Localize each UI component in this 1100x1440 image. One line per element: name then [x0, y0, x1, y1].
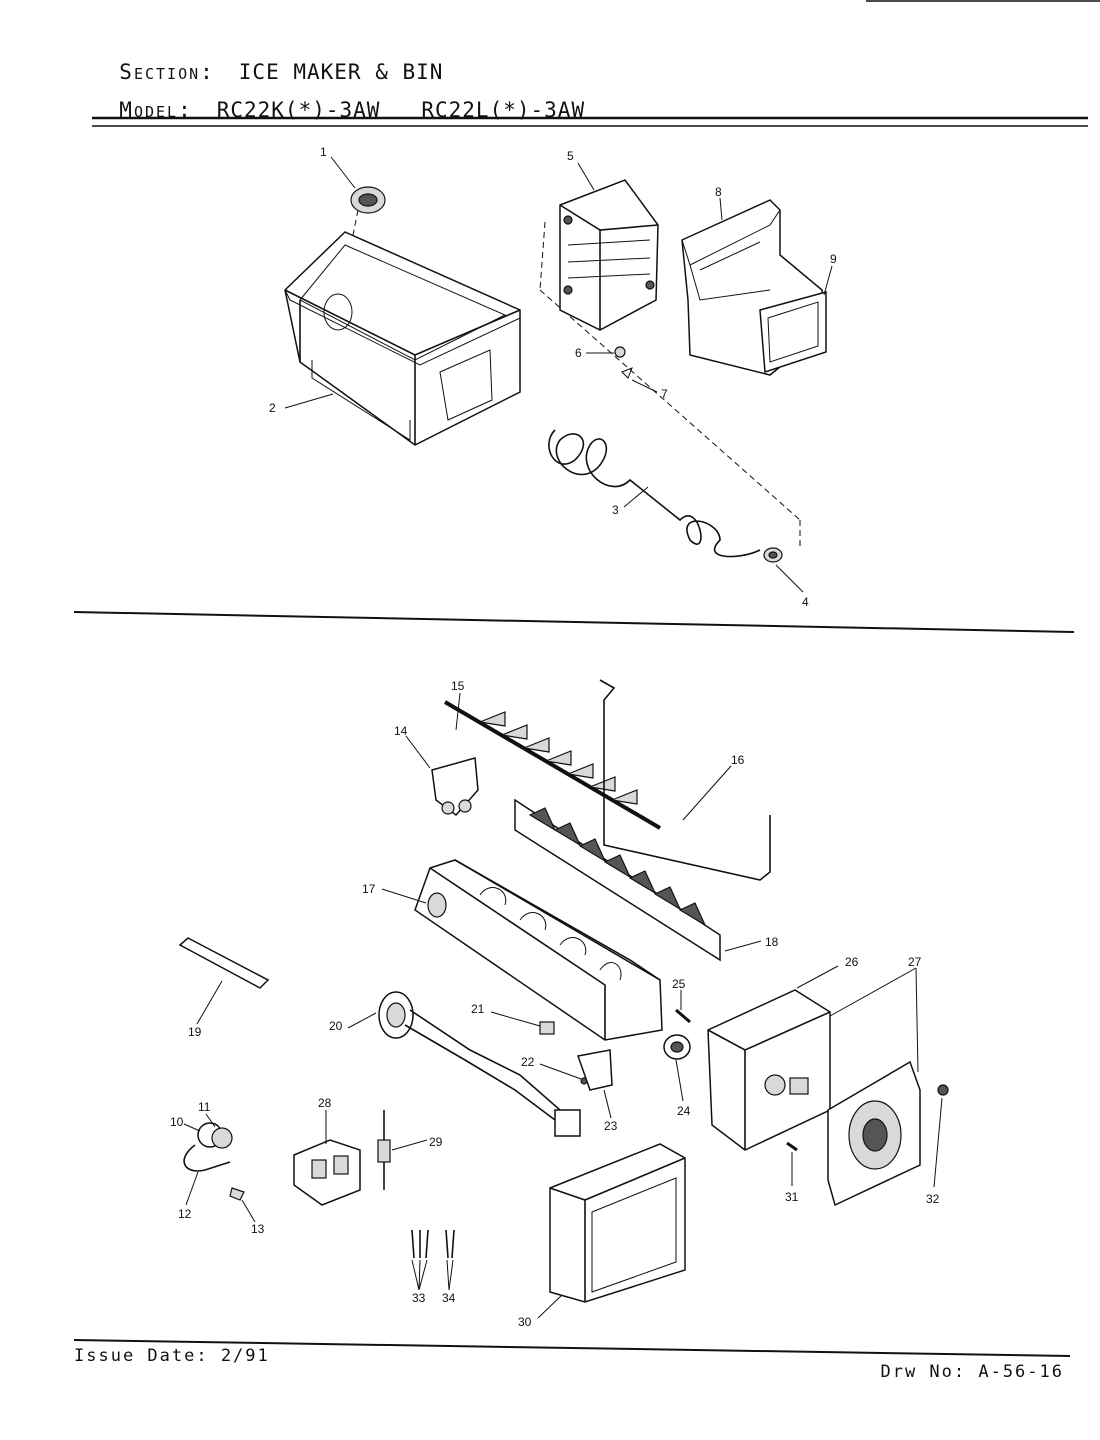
part-14-bracket [431, 757, 479, 817]
part-32-nut [937, 1084, 949, 1096]
part-21-grommet [539, 1021, 555, 1035]
callout-11: 11 [198, 1100, 211, 1114]
issue-date: Issue Date: 2/91 [74, 1346, 270, 1366]
part-19-heater-strip [178, 937, 270, 989]
callout-25: 25 [672, 977, 686, 991]
callout-1: 1 [320, 145, 327, 159]
callout-33: 33 [412, 1291, 426, 1305]
callout-21: 21 [471, 1002, 485, 1016]
callout-32: 32 [926, 1192, 940, 1206]
part-16-shutoff-arm [599, 679, 771, 881]
callout-34: 34 [442, 1291, 456, 1305]
section-divider [73, 611, 1075, 633]
callout-14: 14 [394, 724, 408, 738]
section-value: ICE MAKER & BIN [238, 60, 444, 84]
callout-5: 5 [567, 149, 574, 163]
leader-lines [183, 156, 943, 1319]
part-28-switch-block [293, 1139, 361, 1206]
part-33-34-screws [411, 1229, 455, 1259]
part-5-chute-housing [539, 179, 659, 331]
callout-labels: 1 2 3 4 5 6 7 8 9 10 11 12 13 14 15 16 1… [170, 145, 940, 1329]
callout-26: 26 [845, 955, 859, 969]
part-31-screw [786, 1141, 798, 1152]
part-20-thermostat-harness [378, 991, 581, 1137]
callout-22: 22 [521, 1055, 535, 1069]
part-9-filter-pad [759, 291, 827, 374]
callout-8: 8 [715, 185, 722, 199]
callout-18: 18 [765, 935, 779, 949]
section-header: Section: ICE MAKER & BIN [92, 36, 443, 84]
callout-10: 10 [170, 1115, 184, 1129]
part-30-cover [549, 1143, 686, 1303]
part-29-connector [377, 1110, 391, 1190]
part-17-mold [414, 859, 663, 1041]
callout-27: 27 [908, 955, 922, 969]
callout-19: 19 [188, 1025, 202, 1039]
callout-13: 13 [251, 1222, 265, 1236]
callout-3: 3 [612, 503, 619, 517]
part-18-stripper [514, 798, 721, 962]
callout-20: 20 [329, 1019, 343, 1033]
callout-24: 24 [677, 1104, 691, 1118]
callout-17: 17 [362, 882, 376, 896]
callout-9: 9 [830, 252, 837, 266]
callout-16: 16 [731, 753, 745, 767]
callout-15: 15 [451, 679, 465, 693]
callout-29: 29 [429, 1135, 443, 1149]
callout-6: 6 [575, 346, 582, 360]
part-10-13-water-valve [183, 1122, 245, 1201]
callout-30: 30 [518, 1315, 532, 1329]
part-7-clip [621, 367, 633, 379]
callout-12: 12 [178, 1207, 192, 1221]
part-26-control-housing [707, 989, 831, 1151]
part-25-screw [675, 1008, 691, 1024]
part-3-water-tube [539, 289, 801, 558]
section-label: Section: [119, 60, 215, 84]
callout-31: 31 [785, 1190, 799, 1204]
callout-23: 23 [604, 1119, 618, 1133]
part-2-ice-bin [284, 231, 521, 446]
callout-7: 7 [661, 387, 668, 401]
callout-2: 2 [269, 401, 276, 415]
callout-4: 4 [802, 595, 809, 609]
callout-28: 28 [318, 1096, 332, 1110]
part-6-nut [614, 346, 626, 358]
part-15-ejector [443, 700, 662, 830]
part-27-motor-plate [827, 1060, 921, 1207]
footer-rule [73, 1339, 1071, 1357]
part-4-fitting [763, 547, 783, 563]
part-23-bracket [577, 1049, 613, 1091]
drawing-number: Drw No: A-56-16 [880, 1362, 1064, 1382]
part-24-hub [663, 1034, 691, 1060]
